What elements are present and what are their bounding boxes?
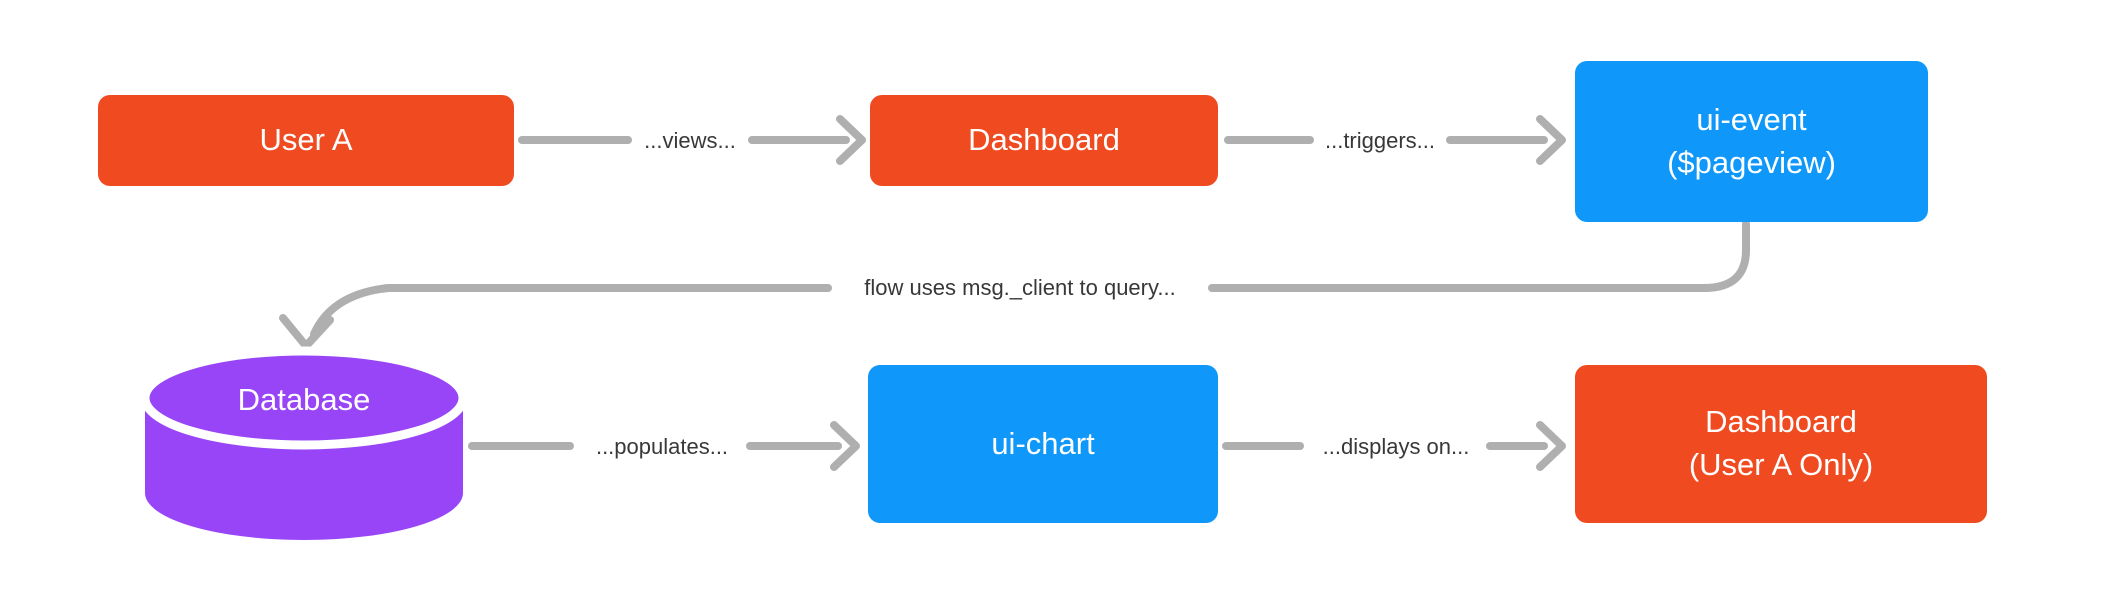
node-dashboard-top: Dashboard bbox=[870, 95, 1218, 186]
node-ui-event-label-line2: ($pageview) bbox=[1667, 144, 1836, 180]
displays-arrowhead-icon bbox=[1536, 421, 1566, 471]
node-ui-chart: ui-chart bbox=[868, 365, 1218, 523]
database-cylinder-body bbox=[145, 398, 463, 540]
views-arrowhead-icon bbox=[836, 115, 866, 165]
query-arrow-segment-2 bbox=[310, 284, 832, 338]
node-ui-event-label-line1: ui-event bbox=[1696, 101, 1807, 137]
node-dashboard-bottom: Dashboard (User A Only) bbox=[1575, 365, 1987, 523]
query-arrow-segment-1 bbox=[1208, 220, 1750, 292]
node-user-a-label: User A bbox=[259, 122, 353, 158]
node-ui-chart-label: ui-chart bbox=[991, 425, 1095, 461]
node-dashboard-bottom-label-line1: Dashboard bbox=[1705, 404, 1857, 440]
views-edge-label: ...views... bbox=[644, 128, 736, 153]
node-ui-event: ui-event ($pageview) bbox=[1575, 61, 1928, 222]
node-user-a: User A bbox=[98, 95, 514, 186]
query-arrowhead-icon bbox=[279, 314, 334, 350]
query-edge-label: flow uses msg._client to query... bbox=[864, 275, 1176, 300]
populates-arrowhead-icon bbox=[830, 421, 860, 471]
triggers-edge-label: ...triggers... bbox=[1324, 128, 1436, 153]
node-dashboard-bottom-label-line2: (User A Only) bbox=[1688, 447, 1874, 482]
database-cylinder-top bbox=[140, 346, 468, 450]
displays-on-edge-label: ...displays on... bbox=[1322, 434, 1470, 459]
node-database bbox=[140, 346, 468, 540]
triggers-arrowhead-icon bbox=[1536, 115, 1566, 165]
populates-edge-label: ...populates... bbox=[595, 434, 729, 459]
node-dashboard-top-label: Dashboard bbox=[968, 122, 1120, 158]
node-database-label: Database bbox=[237, 382, 371, 417]
